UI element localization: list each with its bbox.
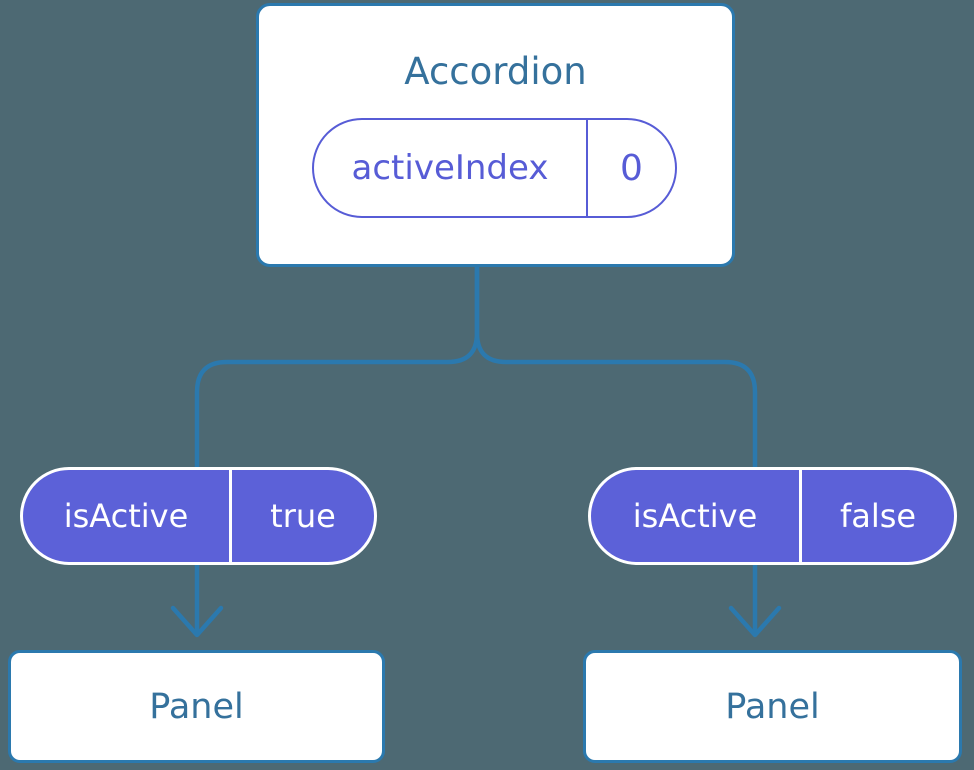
prop-value-label: true [270, 497, 336, 535]
component-title: Panel [725, 686, 820, 727]
component-title: Panel [149, 686, 244, 727]
arrowhead-down-icon [170, 605, 224, 638]
connector-left-branch [194, 262, 480, 637]
pill-divider [229, 470, 232, 562]
prop-name-label: isActive [632, 497, 758, 535]
prop-pill-isactive-false: isActive false [588, 467, 957, 565]
prop-pill-isactive-true: isActive true [20, 467, 377, 565]
state-value-label: 0 [620, 147, 643, 189]
state-name-label: activeIndex [351, 148, 549, 188]
pill-divider [799, 470, 802, 562]
component-title: Accordion [404, 50, 587, 93]
accordion-component-card: Accordion activeIndex 0 [256, 3, 735, 267]
prop-value-label: false [839, 497, 917, 535]
prop-name-label: isActive [63, 497, 189, 535]
pill-divider [586, 120, 588, 216]
connector-right-branch [474, 262, 758, 637]
panel-component-card-right: Panel [583, 650, 962, 763]
panel-component-card-left: Panel [8, 650, 385, 763]
state-pill-activeindex: activeIndex 0 [312, 118, 677, 218]
arrowhead-down-icon [728, 605, 782, 638]
